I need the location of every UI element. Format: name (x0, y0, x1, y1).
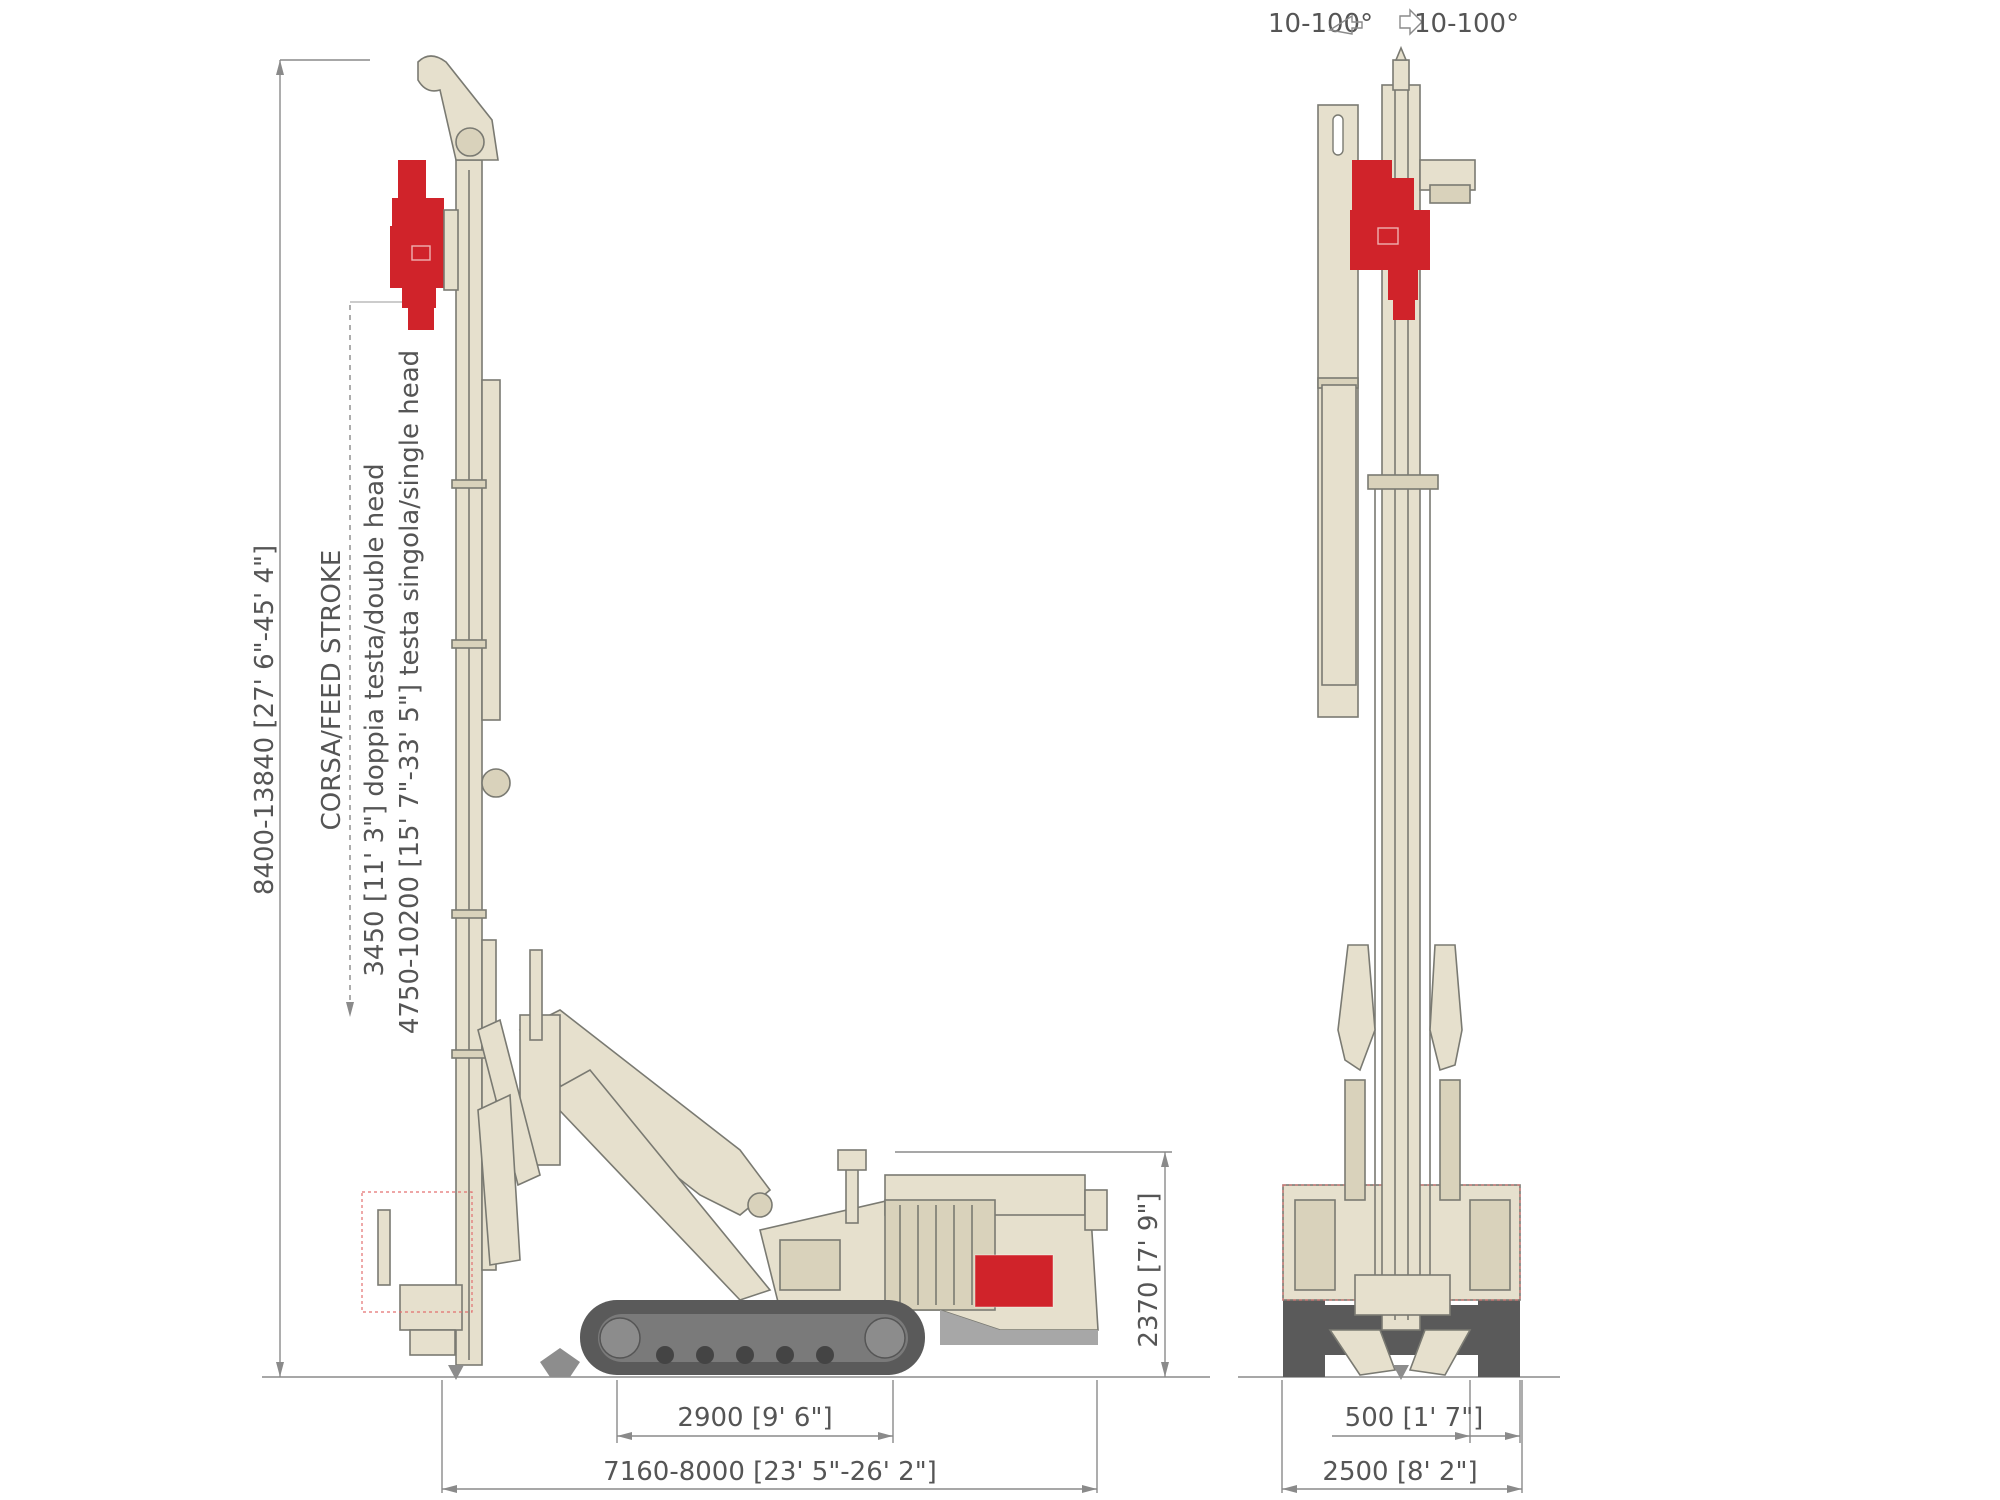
rotate-left-icon (1328, 14, 1363, 35)
offset-dimension: 500 [1' 7"] (1332, 1380, 1521, 1443)
overall-length-dimension: 7160-8000 [23' 5"-26' 2"] (441, 1380, 1098, 1493)
side-view-rig (361, 55, 1108, 1380)
side-drill-head (390, 160, 459, 330)
feed-stroke-single-head: 4750-10200 [15' 7"-33' 5"] testa singola… (395, 350, 425, 1034)
track-length-label: 2900 [9' 6"] (677, 1403, 832, 1433)
rotation-annotations: 10-100° 10-100° (1268, 8, 1519, 39)
rotation-right-label: 10-100° (1414, 9, 1519, 39)
front-drill-head (1350, 160, 1430, 320)
feed-stroke-title: CORSA/FEED STROKE (317, 550, 347, 831)
side-carrier-body (759, 1149, 1108, 1345)
width-dimension: 2500 [8' 2"] (1281, 1380, 1523, 1493)
total-height-dimension: 8400-13840 [27' 6"-45' 4"] (250, 59, 370, 1377)
width-label: 2500 [8' 2"] (1322, 1457, 1477, 1487)
rotation-left-label: 10-100° (1268, 9, 1373, 39)
overall-length-label: 7160-8000 [23' 5"-26' 2"] (603, 1457, 937, 1487)
body-height-label: 2370 [7' 9"] (1134, 1192, 1164, 1347)
feed-stroke-double-head: 3450 [11' 3"] doppia testa/double head (360, 463, 390, 976)
body-height-dimension: 2370 [7' 9"] (895, 1151, 1172, 1377)
front-view-rig (1282, 45, 1521, 1380)
total-height-label: 8400-13840 [27' 6"-45' 4"] (250, 545, 280, 895)
rotate-right-icon (1399, 8, 1423, 36)
offset-label: 500 [1' 7"] (1345, 1403, 1484, 1433)
feed-stroke-dimension: CORSA/FEED STROKE 3450 [11' 3"] doppia t… (317, 301, 425, 1034)
side-crawler-track (580, 1300, 925, 1375)
track-length-dimension: 2900 [9' 6"] (616, 1380, 894, 1443)
